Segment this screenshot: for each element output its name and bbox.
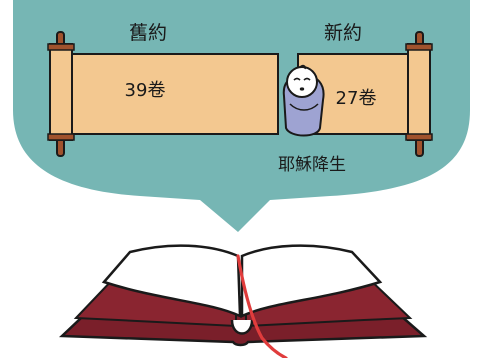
ribbon-bookmark-icon	[236, 254, 288, 358]
old-testament-scroll	[47, 31, 279, 157]
open-bible-icon	[58, 244, 428, 347]
caption-jesus-birth: 耶穌降生	[278, 155, 346, 175]
baby-jesus-icon	[282, 64, 325, 137]
new-testament-title: 新約	[324, 22, 362, 44]
old-testament-title: 舊約	[129, 22, 167, 44]
old-testament-count: 39卷	[125, 80, 166, 101]
new-testament-count: 27卷	[336, 88, 377, 109]
